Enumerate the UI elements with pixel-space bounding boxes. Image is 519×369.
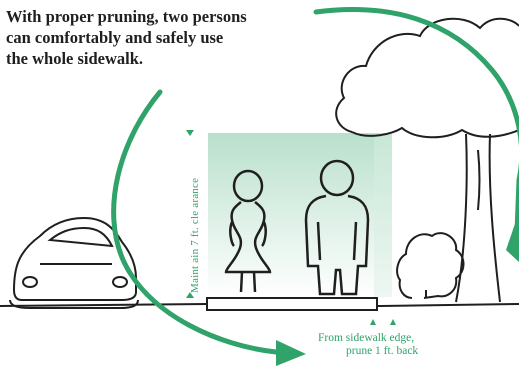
shrub xyxy=(397,233,463,298)
clearance-label: Maint ain 7 ft. cle arance xyxy=(189,178,201,293)
sidewalk-slab xyxy=(207,298,377,310)
edge-note-line-2: prune 1 ft. back xyxy=(318,345,518,358)
sweep-arrow-left-head xyxy=(276,340,306,366)
edge-marker-left xyxy=(370,319,376,325)
tree-canopy xyxy=(336,19,519,132)
car xyxy=(10,218,138,308)
edge-note-line-1: From sidewalk edge, xyxy=(318,332,518,345)
tree-canopy-bottom xyxy=(352,128,519,137)
prune-back-zone xyxy=(374,133,392,297)
heading-line-1: With proper pruning, two persons xyxy=(6,6,306,27)
edge-marker-right xyxy=(390,319,396,325)
edge-note: From sidewalk edge, prune 1 ft. back xyxy=(318,332,518,358)
heading-line-2: can comfortably and safely use xyxy=(6,27,306,48)
heading: With proper pruning, two persons can com… xyxy=(6,6,306,69)
clearance-arrow-top xyxy=(186,130,194,136)
tree-trunk xyxy=(456,134,500,302)
heading-line-3: the whole sidewalk. xyxy=(6,48,306,69)
